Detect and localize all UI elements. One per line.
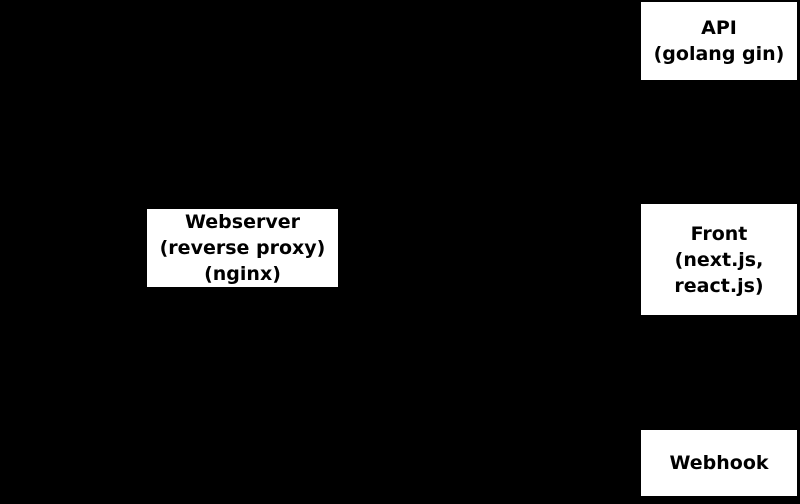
webserver-tech: (nginx): [204, 263, 281, 285]
front-tech-1: (next.js,: [674, 248, 764, 271]
webhook-title: Webhook: [669, 452, 769, 474]
webserver-role: (reverse proxy): [159, 237, 326, 259]
api-title: API: [701, 17, 737, 39]
front-tech-2: react.js): [674, 274, 764, 297]
front-title: Front: [690, 222, 748, 245]
api-tech: (golang gin): [653, 43, 785, 65]
webhook-box: Webhook: [641, 430, 797, 496]
api-box: API (golang gin): [641, 2, 797, 80]
webserver-title: Webserver: [185, 211, 300, 233]
webserver-box: Webserver (reverse proxy) (nginx): [147, 209, 338, 287]
front-box: Front (next.js, react.js): [641, 204, 797, 315]
